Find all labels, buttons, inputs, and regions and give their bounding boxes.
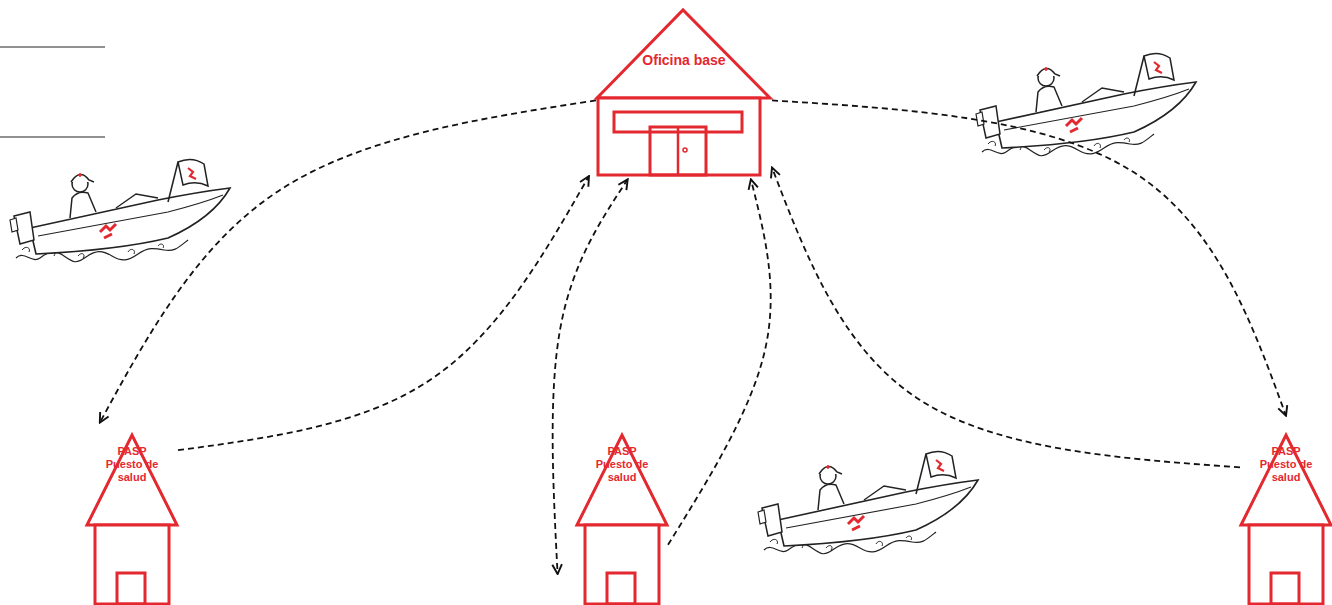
door [650,127,706,175]
house-label-group: PASPPuesto de salud [104,445,160,485]
health-post-house: PASPPuesto de salud [86,433,178,605]
house-outline [596,8,772,176]
door [117,573,145,604]
post-name: PASP [594,445,650,458]
dashed-route-arrow [772,100,1286,415]
boat-illustration [976,53,1196,155]
post-name: Puesto de salud [104,458,160,484]
building-body [1249,525,1323,604]
building-body [585,525,659,604]
house-label-group: Oficina base [596,52,772,69]
rule-line [0,136,105,137]
base-office-house: Oficina base [596,8,772,176]
house-label-group: PASPPuesto de salud [594,445,650,485]
post-name: PASP [1258,445,1314,458]
rule-line [0,46,105,47]
dashed-route-arrow [772,168,1240,468]
health-post-house: PASPPuesto de salud [576,433,668,605]
post-name: Puesto de salud [594,458,650,484]
dashed-route-arrow [100,100,596,422]
roof-outline [577,435,667,525]
dashed-route-arrow [668,179,771,544]
house-label-group: PASPPuesto de salud [1258,445,1314,485]
door-knob [683,148,687,152]
office-name: Oficina base [596,52,772,69]
post-name: PASP [104,445,160,458]
roof-outline [87,435,177,525]
roof-outline [1241,435,1331,525]
building-body [95,525,169,604]
door [1271,573,1299,604]
boat-illustration [758,451,978,553]
boat-illustration [10,159,230,261]
health-post-house: PASPPuesto de salud [1240,433,1332,605]
door [607,573,635,604]
building-body [598,98,760,175]
door-split [677,127,680,175]
post-name: Puesto de salud [1258,458,1314,484]
dashed-route-arrow [178,176,589,450]
